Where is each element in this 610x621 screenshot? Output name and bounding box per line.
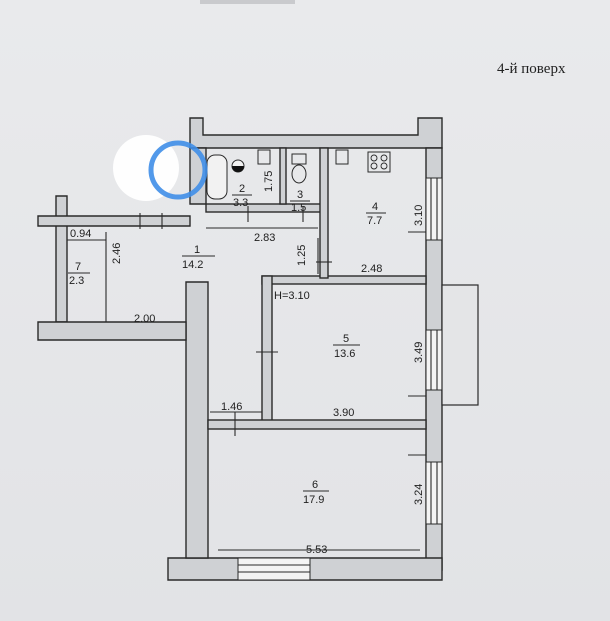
dim-1-25: 1.25 — [296, 245, 308, 266]
dim-2-83: 2.83 — [254, 232, 275, 244]
stove-icon — [367, 151, 391, 173]
room-number: 4 — [372, 201, 378, 213]
washbasin-fill-icon — [232, 166, 244, 172]
room-area: 14.2 — [182, 259, 203, 271]
window-room6 — [425, 461, 443, 525]
wall-balcony-bottom — [37, 321, 187, 341]
room-5: 5 13.6 — [333, 333, 360, 360]
toilet-icon — [291, 164, 307, 184]
room-number: 1 — [194, 244, 200, 256]
room-area: 2.3 — [69, 275, 84, 287]
dim-1-75: 1.75 — [263, 171, 275, 192]
kitchen-sink-icon — [335, 149, 349, 165]
dim-1-46: 1.46 — [221, 401, 242, 413]
cistern-icon — [291, 153, 307, 165]
room-number: 7 — [75, 261, 81, 273]
dim-5-53: 5.53 — [306, 544, 327, 556]
dim-0-94: 0.94 — [70, 228, 91, 240]
room-7: 7 2.3 — [68, 261, 90, 287]
ceiling-height: H=3.10 — [274, 290, 310, 302]
bathtub-icon — [206, 154, 228, 200]
dim-3-10: 3.10 — [413, 205, 425, 226]
room-area: 3.3 — [233, 197, 248, 209]
room-number: 6 — [312, 479, 318, 491]
dimension-lines — [67, 227, 426, 551]
wall-balcony-top — [37, 215, 191, 227]
dim-3-90: 3.90 — [333, 407, 354, 419]
wall-top — [189, 117, 443, 149]
room-6: 6 17.9 — [303, 479, 329, 506]
dim-3-24: 3.24 — [413, 484, 425, 505]
room-area: 7.7 — [367, 215, 382, 227]
room-area: 13.6 — [334, 348, 355, 360]
window-bottom — [237, 557, 311, 581]
wall-kitchen-left — [319, 147, 329, 279]
dim-2-48: 2.48 — [361, 263, 382, 275]
sink-icon — [257, 149, 271, 165]
room-area: 17.9 — [303, 494, 324, 506]
room-area: 1.5 — [291, 202, 306, 214]
dim-2-00: 2.00 — [134, 313, 155, 325]
room-number: 2 — [239, 183, 245, 195]
door-marks — [139, 206, 332, 436]
camera-glare-overlay — [113, 135, 208, 201]
wall-bath-toilet — [279, 147, 287, 205]
room-2: 2 3.3 — [232, 183, 252, 209]
window-kitchen — [425, 177, 443, 241]
room-number: 3 — [297, 189, 303, 201]
room-1: 1 14.2 — [182, 244, 215, 271]
wall-bath-bottom — [205, 203, 325, 213]
room-3: 3 1.5 — [290, 189, 310, 214]
wall-balcony-left — [55, 195, 68, 323]
room-number: 5 — [343, 333, 349, 345]
dim-3-49: 3.49 — [413, 342, 425, 363]
balcony-outline — [441, 284, 479, 406]
wall-room5-room6 — [207, 419, 427, 430]
window-room5 — [425, 329, 443, 391]
wall-left-lower — [185, 281, 209, 559]
room-4: 4 7.7 — [366, 201, 386, 227]
cropped-header-text — [200, 0, 295, 4]
floor-label: 4-й поверх — [497, 61, 566, 77]
wall-room5-left — [261, 275, 273, 423]
wall-room5-top — [261, 275, 427, 285]
dim-2-46: 2.46 — [111, 243, 123, 264]
